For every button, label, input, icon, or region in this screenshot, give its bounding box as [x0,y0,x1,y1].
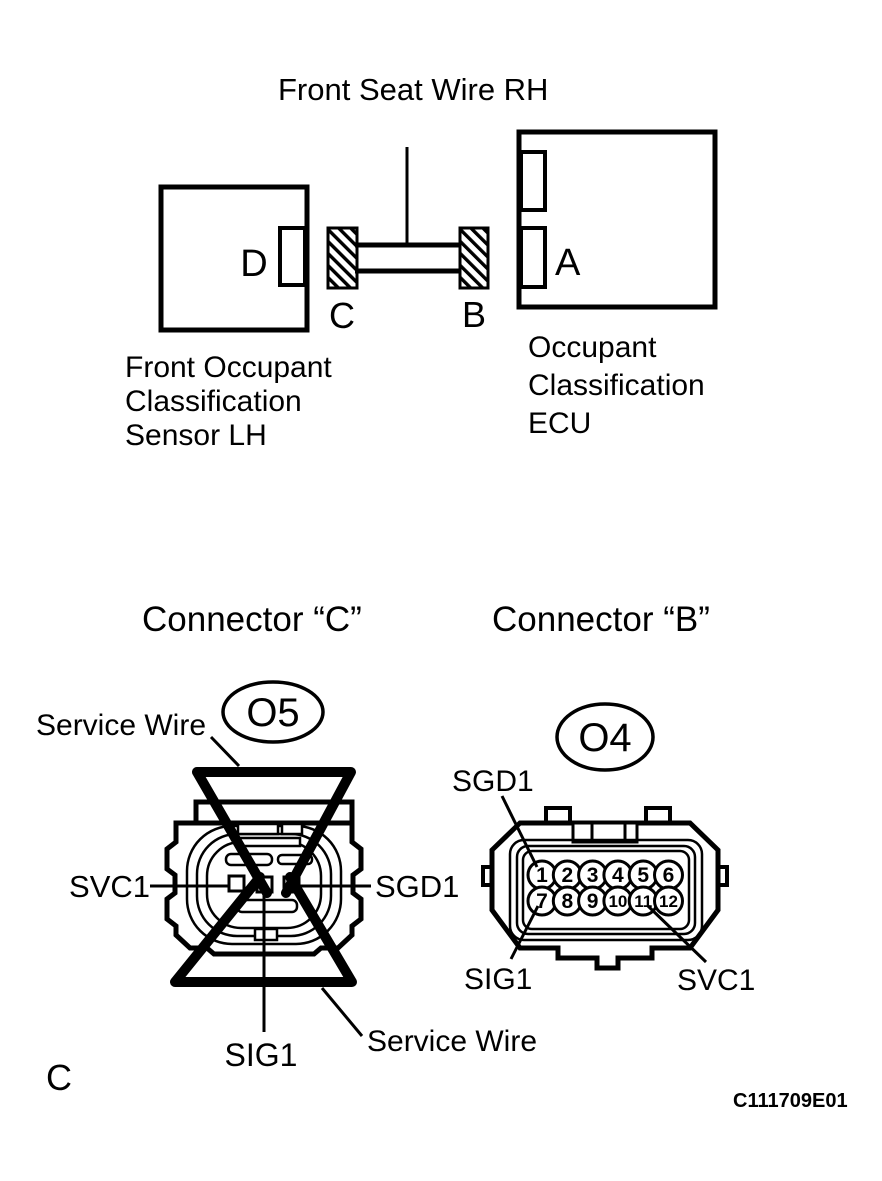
pin-3-number: 3 [587,864,599,887]
service-wire-symbol-top [192,767,356,898]
connector-c-view: Connector “C” O5 Service Wire SVC1 SGD1 [36,600,537,1073]
connector-c-terminal-svc1 [227,874,246,893]
pin-8-number: 8 [561,890,573,913]
connector-c-code: O5 [246,691,299,735]
b-sgd1-leader-line [500,795,539,868]
ecu-caption-line1: Occupant [528,331,657,364]
connector-b-pins: 1 2 3 4 5 6 7 8 9 10 11 12 [526,859,684,917]
ecu-caption-line3: ECU [528,407,591,440]
ecu-box-tab-1 [519,150,547,212]
connector-b-ring-inner [521,849,691,931]
connector-b-top-channel [571,821,639,844]
connector-b-letter: B [462,294,486,335]
svc1-label: SVC1 [69,869,150,904]
service-wire-top-leader [209,735,241,768]
b-sig1-leader-line [509,905,540,960]
connector-b-ring-middle [515,844,697,936]
harness-title: Front Seat Wire RH [278,72,548,107]
sensor-caption-line1: Front Occupant [125,351,332,384]
ecu-box-tab-2 [519,226,547,289]
connector-c-bottom-notch [253,927,279,942]
pin-12-number: 12 [659,892,678,911]
sensor-caption-line3: Sensor LH [125,419,267,452]
connector-c-keyway-bar [236,836,302,848]
pin-10-number: 10 [608,892,627,911]
harness-diagram: Front Seat Wire RH D Front Occupant Clas… [125,72,718,452]
pin-12 [653,885,684,917]
service-wire-symbol-bottom [170,872,357,987]
connector-b-view: Connector “B” O4 1 2 [452,600,755,997]
connector-c-code-ellipse [221,680,325,744]
pin-1-number: 1 [536,864,548,887]
pin-2-number: 2 [561,864,573,887]
hatched-connector-b [458,226,490,290]
pin-4-number: 4 [612,864,624,887]
connector-b-code: O4 [578,716,631,760]
service-wire-top-label: Service Wire [36,709,206,742]
connector-c-keyway-right [280,822,304,836]
figure-code: C111709E01 [733,1090,848,1112]
connector-c-title: Connector “C” [142,600,362,639]
hatched-connector-c [326,226,359,290]
pin-5-number: 5 [637,864,649,887]
b-sgd1-label: SGD1 [452,765,534,798]
pin-6-number: 6 [663,864,675,887]
b-svc1-label: SVC1 [677,964,755,997]
connector-b-code-ellipse [555,702,655,772]
page-letter: C [46,1057,72,1098]
pin-11-number: 11 [634,892,652,911]
pin-9-number: 9 [587,890,599,913]
sgd1-label: SGD1 [375,869,459,904]
ecu-caption-line2: Classification [528,369,705,402]
sig1-label: SIG1 [225,1037,298,1073]
ecu-box-pin-label: A [555,242,581,284]
pin-7-number: 7 [536,890,548,913]
service-wire-bottom-label: Service Wire [367,1025,537,1058]
connector-b-ring-outer [508,838,704,942]
b-svc1-leader-line [646,904,708,964]
sensor-box-connector-tab [278,226,307,287]
connector-c-letter: C [329,295,355,336]
service-wire-bottom-leader [320,987,364,1037]
sensor-box-pin-label: D [240,243,267,285]
connector-c-keyway-left [236,822,280,836]
b-sig1-label: SIG1 [464,963,532,996]
sensor-caption-line2: Classification [125,385,302,418]
connector-b-title: Connector “B” [492,600,710,639]
ecu-box [516,129,718,310]
